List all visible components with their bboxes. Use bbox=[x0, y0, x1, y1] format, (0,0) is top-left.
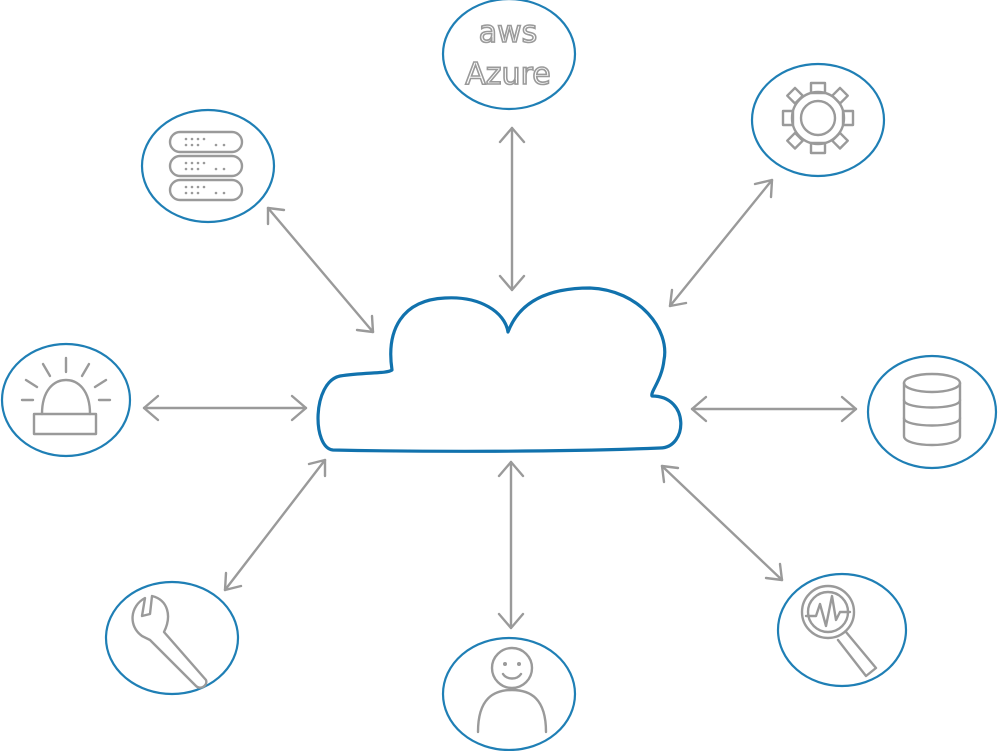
node-alerts-circle bbox=[0, 342, 132, 458]
node-alerts bbox=[0, 342, 132, 458]
connections bbox=[142, 126, 858, 630]
node-settings bbox=[750, 62, 886, 178]
node-servers bbox=[140, 108, 276, 224]
database-icon bbox=[902, 372, 962, 447]
node-user-circle bbox=[441, 636, 577, 751]
node-monitoring-circle bbox=[776, 572, 908, 688]
arrow-cloud-providers bbox=[498, 126, 526, 292]
arrow-monitoring bbox=[660, 464, 784, 582]
arrow-tools bbox=[223, 458, 327, 592]
cloud-icon bbox=[316, 286, 683, 453]
server-rack-icon bbox=[168, 130, 244, 202]
provider-line-1: aws bbox=[479, 15, 538, 50]
node-cloud-providers-circle bbox=[441, 0, 577, 111]
central-cloud bbox=[316, 286, 683, 453]
arrow-settings bbox=[668, 178, 774, 308]
node-tools bbox=[104, 580, 240, 696]
arrow-database bbox=[690, 395, 858, 423]
arrow-user bbox=[497, 460, 525, 630]
node-settings-circle bbox=[750, 62, 886, 178]
node-tools-circle bbox=[104, 580, 240, 696]
arrow-servers bbox=[266, 206, 375, 334]
node-database-circle bbox=[866, 354, 998, 470]
person-icon bbox=[476, 646, 548, 734]
gear-icon bbox=[781, 81, 855, 155]
node-database bbox=[866, 354, 998, 470]
node-servers-circle bbox=[140, 108, 276, 224]
magnifier-pulse-icon bbox=[800, 584, 878, 678]
wrench-icon bbox=[131, 594, 208, 689]
node-user bbox=[441, 636, 577, 751]
node-monitoring bbox=[776, 572, 908, 688]
arrow-alerts bbox=[142, 394, 308, 422]
provider-line-2: Azure bbox=[465, 57, 550, 92]
node-cloud-providers: aws Azure bbox=[441, 0, 577, 111]
alarm-light-icon bbox=[20, 356, 112, 436]
aws-azure-icon: aws Azure bbox=[464, 14, 551, 93]
